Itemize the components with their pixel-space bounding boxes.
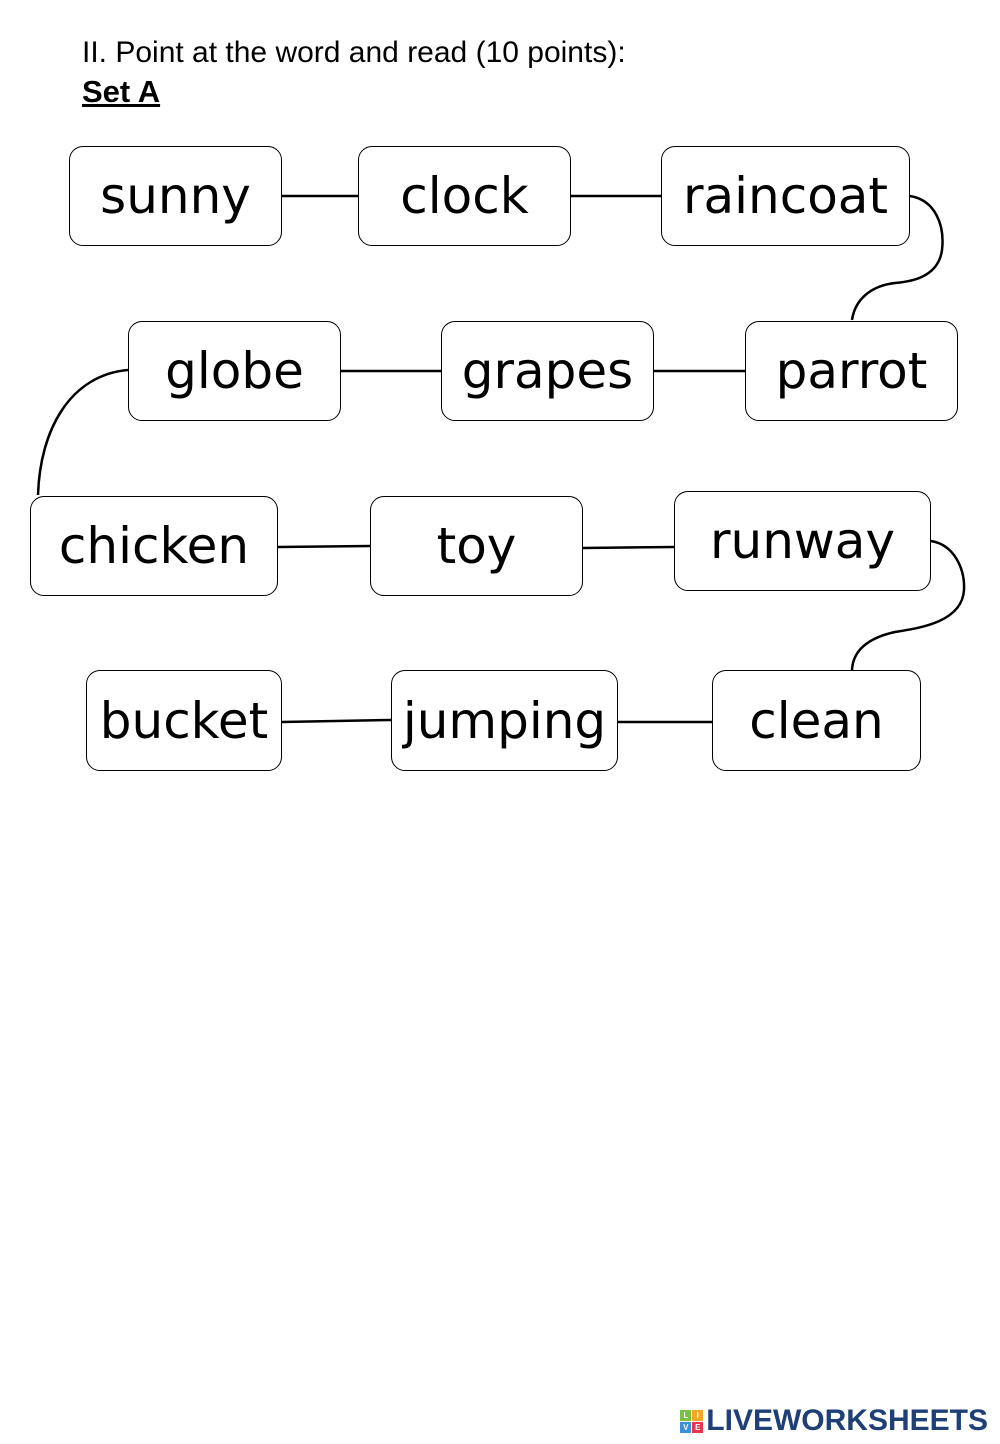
- connector: [850, 194, 944, 321]
- word-box-clock[interactable]: clock: [358, 146, 571, 246]
- word-box-raincoat[interactable]: raincoat: [661, 146, 910, 246]
- word-box-toy[interactable]: toy: [370, 496, 583, 596]
- connector: [281, 718, 392, 724]
- connector: [277, 544, 371, 549]
- word-box-globe[interactable]: globe: [128, 321, 341, 421]
- word-box-chicken[interactable]: chicken: [30, 496, 278, 596]
- logo-text: LIVEWORKSHEETS: [706, 1404, 988, 1437]
- word-box-jumping[interactable]: jumping: [391, 670, 618, 771]
- word-box-grapes[interactable]: grapes: [441, 321, 654, 421]
- connector: [850, 539, 966, 671]
- word-box-parrot[interactable]: parrot: [745, 321, 958, 421]
- instruction-title: II. Point at the word and read (10 point…: [82, 36, 626, 69]
- word-box-sunny[interactable]: sunny: [69, 146, 282, 246]
- word-box-bucket[interactable]: bucket: [86, 670, 282, 771]
- word-box-runway[interactable]: runway: [674, 491, 931, 591]
- set-label: Set A: [82, 74, 161, 109]
- connector: [36, 368, 129, 496]
- connector: [582, 545, 675, 550]
- word-box-clean[interactable]: clean: [712, 670, 921, 771]
